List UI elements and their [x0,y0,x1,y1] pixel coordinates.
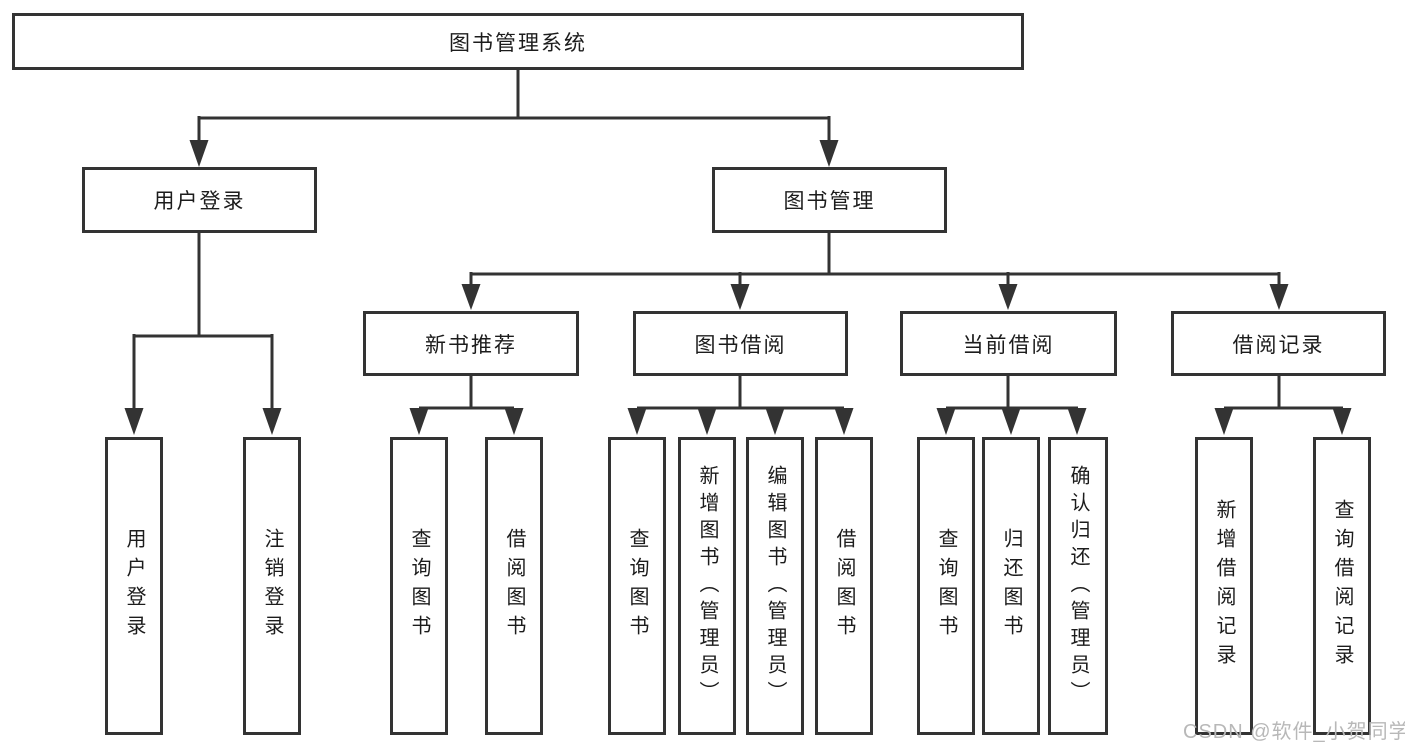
node-book-management: 图书管理 [712,167,947,233]
leaf-return-books: 归还图书 [982,437,1040,735]
csdn-watermark: CSDN @软件_小贺同学 [1183,721,1405,743]
leaf-confirm-return-admin: 确认归还（管理员） [1048,437,1108,735]
leaf-edit-books-admin: 编辑图书（管理员） [746,437,804,735]
node-new-book-recommend: 新书推荐 [363,311,579,376]
node-root-system: 图书管理系统 [12,13,1024,70]
leaf-borrow-books: 借阅图书 [815,437,873,735]
leaf-add-books-admin: 新增图书（管理员） [678,437,736,735]
leaf-add-borrow-record: 新增借阅记录 [1195,437,1253,735]
leaf-query-books-current: 查询图书 [917,437,975,735]
leaf-logout: 注销登录 [243,437,301,735]
node-user-login: 用户登录 [82,167,317,233]
leaf-query-borrow-record: 查询借阅记录 [1313,437,1371,735]
leaf-query-books-borrow: 查询图书 [608,437,666,735]
node-borrowing-records: 借阅记录 [1171,311,1386,376]
leaf-user-login: 用户登录 [105,437,163,735]
leaf-borrow-books-recommend: 借阅图书 [485,437,543,735]
node-current-borrowing: 当前借阅 [900,311,1117,376]
leaf-query-books-recommend: 查询图书 [390,437,448,735]
node-book-borrowing: 图书借阅 [633,311,848,376]
arrowheads [124,140,1352,435]
